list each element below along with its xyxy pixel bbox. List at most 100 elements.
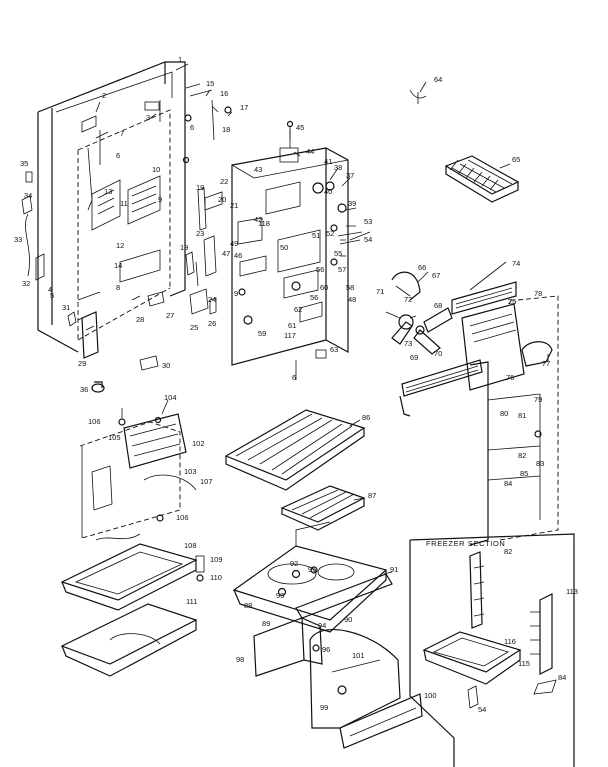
callout-65: 65 [512,155,520,164]
callout-11: 11 [120,199,128,208]
callout-87: 87 [368,491,376,500]
callout-14: 14 [114,261,122,270]
callout-118: 118 [258,219,270,228]
callout-34: 34 [24,191,32,200]
callout-25b: 25 [508,297,516,306]
callout-83: 83 [536,459,544,468]
callout-53: 53 [364,217,372,226]
callout-35: 35 [20,159,28,168]
callout-57: 57 [338,265,346,274]
callout-37: 37 [346,171,354,180]
callout-77: 77 [542,359,550,368]
freezer-section-inset [409,533,575,767]
callout-90: 90 [344,615,352,624]
callout-81: 81 [518,411,526,420]
callout-31: 31 [62,303,70,312]
callout-42: 42 [254,215,262,224]
callout-30: 30 [162,361,170,370]
callout-32: 32 [22,279,30,288]
callout-54b: 54 [478,705,486,714]
callout-85: 85 [520,469,528,478]
callout-41: 41 [324,157,332,166]
callout-28: 28 [136,315,144,324]
callout-49: 49 [230,239,238,248]
callout-106a: 106 [88,417,101,426]
callout-71: 71 [376,287,384,296]
callout-50: 50 [280,243,288,252]
callout-2: 2 [102,91,106,100]
callout-116: 116 [504,637,516,646]
callout-3: 3 [146,113,150,122]
callout-17: 17 [240,103,248,112]
callout-98: 98 [236,655,244,664]
callout-68: 68 [434,301,442,310]
callout-36: 36 [80,385,88,394]
callout-27: 27 [166,311,174,320]
callout-5: 5 [50,291,54,300]
callout-58: 58 [346,283,354,292]
callout-29: 29 [78,359,86,368]
callout-92: 92 [290,559,298,568]
callout-15: 15 [206,79,214,88]
callout-21: 21 [230,201,238,210]
callout-113: 113 [566,587,578,596]
evaporator-cover [399,281,559,546]
callout-88: 88 [244,601,252,610]
callout-103: 103 [184,467,197,476]
callout-74: 74 [512,259,520,268]
callout-82b: 82 [504,547,512,556]
fan-assembly [385,89,453,355]
callout-63: 63 [330,345,338,354]
callout-109: 109 [210,555,223,564]
callout-6b: 6 [190,123,194,132]
callout-56a: 56 [316,265,324,274]
left-hardware [21,83,232,393]
callout-66: 66 [418,263,426,272]
callout-38: 38 [334,163,342,172]
callout-55: 55 [334,249,342,258]
callout-96: 96 [322,645,330,654]
callout-56b: 56 [310,293,318,302]
callout-22: 22 [220,177,228,186]
callout-7: 7 [120,129,124,138]
callout-89: 89 [262,619,270,628]
callout-8: 8 [116,283,120,292]
callout-115: 115 [518,659,530,668]
callout-12: 12 [116,241,124,250]
crisper-assembly [232,521,423,749]
callout-62: 62 [294,305,302,314]
callout-10: 10 [152,165,160,174]
callout-67: 67 [432,271,440,280]
callout-111: 111 [186,597,197,606]
leader-lines [95,63,511,575]
callout-76: 76 [506,373,514,382]
callout-61: 61 [288,321,296,330]
callout-104: 104 [164,393,177,402]
callout-6a: 6 [116,151,120,160]
callout-110: 110 [210,573,222,582]
callout-64: 64 [434,75,442,84]
callout-9a: 9 [158,195,162,204]
callout-102: 102 [192,439,205,448]
freezer-section-label: FREEZER SECTION [426,539,505,548]
callout-13: 13 [104,187,112,196]
callout-60: 60 [320,283,328,292]
callout-16: 16 [220,89,228,98]
callout-84a: 84 [504,479,512,488]
callout-84b: 84 [558,673,566,682]
callout-54a: 54 [364,235,372,244]
callout-70: 70 [434,349,442,358]
callout-1: 1 [178,55,182,64]
callout-107: 107 [200,477,213,486]
callout-75: 75 [508,297,516,306]
callout-26: 26 [208,319,216,328]
callout-101: 101 [352,651,365,660]
callout-25a: 25 [190,323,198,332]
callout-73: 73 [404,339,412,348]
callout-20: 20 [218,195,226,204]
callout-105: 105 [108,433,121,442]
callout-4: 4 [48,285,52,294]
callout-45: 45 [296,123,304,132]
callout-44: 44 [306,147,314,156]
